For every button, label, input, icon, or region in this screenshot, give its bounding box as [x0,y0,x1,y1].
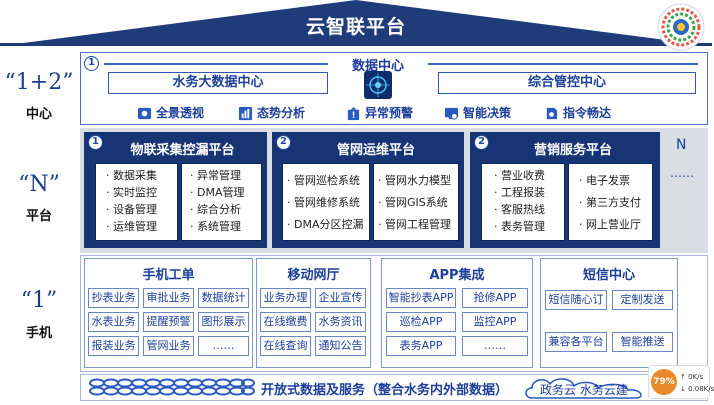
feature-analysis: 态势分析 [238,104,305,121]
data-center-title: 数据中心 [351,59,404,74]
feature-panorama: 全景透视 [137,104,204,121]
network-speed-widget[interactable]: 79% ↑ 0K/s ↓ 0.08K/s [648,365,714,399]
platform-item: · 数据采集 [106,169,157,182]
terminal-cell[interactable]: 管网业务 [143,336,194,356]
feature-command: 指令畅达 [544,104,611,121]
platform-item: · DMA分区控漏 [287,218,364,231]
terminal-cell[interactable]: 水务资讯 [315,312,366,332]
platform-item: · 电子发票 [579,174,630,187]
terminal-cell[interactable]: …… [198,336,249,356]
platform-3-right-list: · 电子发票 · 第三方支付 · 网上营业厅 [568,163,653,241]
platform-item: · DMA管理 [190,186,245,199]
terminal-title-3: APP集成 [429,268,485,283]
terminal-cell[interactable]: 短信随心订 [545,290,607,310]
terminal-cell[interactable]: 智能推送 [612,332,673,352]
platform-item: · 运维管理 [106,220,157,233]
terminal-title-2: 移动网厅 [287,268,340,283]
platform-item: · 营业收费 [494,169,545,182]
terminal-title-1: 手机工单 [142,268,195,283]
platform-item: · 网上营业厅 [579,218,641,231]
logo-icon [657,3,705,51]
feature-alert: !异常预警 [346,104,413,121]
platform-item: · 设备管理 [106,203,157,216]
terminal-cell[interactable]: 兼容各平台 [545,332,607,352]
platform-2-left-list: · 管网巡检系统 · 管网维修系统 · DMA分区控漏 [282,163,370,241]
platform-item: · 管网巡检系统 [287,174,360,187]
terminal-layer-sublabel: 手机 [25,326,52,341]
panorama-icon [137,107,152,120]
terminal-cell[interactable]: 图形展示 [198,312,249,332]
terminal-cell[interactable]: 通知公告 [315,336,366,356]
terminal-cell[interactable]: …… [462,336,528,356]
platform-item: · 工程报装 [494,186,545,199]
command-icon [546,107,558,120]
data-center-icon [364,71,392,99]
cloud-label: 政务云 水务云建 [540,383,628,397]
open-data-service-label: 开放式数据及服务（整合水务内外部数据） [261,383,509,398]
usage-percent: 79% [651,369,677,395]
terminal-cell[interactable]: 定制发送 [612,290,673,310]
integrated-control-center: 综合管控中心 [438,72,696,94]
upload-speed: ↑ 0K/s [680,373,704,381]
terminal-cell[interactable]: 在线查询 [260,336,311,356]
terminal-cell[interactable]: 企业宣传 [315,288,366,308]
decision-icon [444,107,459,120]
platform-item: · 综合分析 [190,203,241,216]
terminal-cell[interactable]: 监控APP [462,312,528,332]
platform-item: · 管网GIS系统 [378,196,448,209]
platform-item: · 第三方支付 [579,196,641,209]
download-speed: ↓ 0.08K/s [680,385,714,393]
roof-banner [0,0,712,46]
platform-1-right-list: · 异常管理 · DMA管理 · 综合分析 · 系统管理 [181,163,262,241]
platform-item: · 管网工程管理 [378,218,451,231]
terminal-title-4: 短信中心 [582,268,635,283]
platform-1-left-list: · 数据采集 · 实时监控 · 设备管理 · 运维管理 [95,163,178,241]
center-divider-right [428,63,698,65]
center-divider-left [104,63,328,65]
terminal-cell[interactable]: 抄表业务 [88,288,139,308]
platform-layer-sublabel: 平台 [25,209,52,224]
platform-item: · 管网维修系统 [287,196,360,209]
platform-item: · 系统管理 [190,220,241,233]
terminal-cell[interactable]: 提醒预警 [143,312,194,332]
platform-badge: 2 [276,135,291,150]
platform-3-left-list: · 营业收费 · 工程报装 · 客服热线 · 表务管理 [481,163,565,241]
alert-icon: ! [347,106,360,120]
cloud-icon [525,378,642,399]
center-layer-sublabel: 中心 [25,107,52,122]
svg-text:!: ! [352,110,356,120]
center-layer-label: “1+2” [4,70,74,95]
center-badge: 1 [84,56,99,71]
platform-title-2: 管网运维平台 [336,143,415,158]
terminal-cell[interactable]: 数据统计 [198,288,249,308]
analysis-icon [238,106,253,121]
more-platforms-dots: …… [670,166,694,180]
platform-2-right-list: · 管网水力模型 · 管网GIS系统 · 管网工程管理 [373,163,459,241]
chain-link-icon [89,378,255,396]
more-platforms-label: N [676,137,687,153]
terminal-cell[interactable]: 业务办理 [260,288,311,308]
platform-layer-label: “N” [18,172,60,197]
platform-badge: 1 [88,135,103,150]
platform-item: · 异常管理 [190,169,241,182]
platform-badge: 2 [474,135,489,150]
platform-title-1: 物联采集控漏平台 [130,143,235,158]
platform-title: 云智联平台 [305,16,406,38]
terminal-cell[interactable]: 报装业务 [88,336,139,356]
terminal-cell[interactable]: 智能抄表APP [386,288,456,308]
platform-title-3: 营销服务平台 [533,143,612,158]
platform-item: · 管网水力模型 [378,174,451,187]
platform-item: · 客服热线 [494,203,545,216]
water-bigdata-center: 水务大数据中心 [108,72,328,94]
terminal-cell[interactable]: 巡检APP [386,312,456,332]
platform-item: · 实时监控 [106,186,157,199]
platform-item: · 表务管理 [494,220,545,233]
terminal-cell[interactable]: 在线缴费 [260,312,311,332]
terminal-cell[interactable]: 审批业务 [143,288,194,308]
terminal-cell[interactable]: 抢修APP [462,288,528,308]
terminal-layer-label: “1” [20,288,58,313]
feature-decision: 智能决策 [444,104,511,121]
terminal-cell[interactable]: 水表业务 [88,312,139,332]
terminal-cell[interactable]: 表务APP [386,336,456,356]
